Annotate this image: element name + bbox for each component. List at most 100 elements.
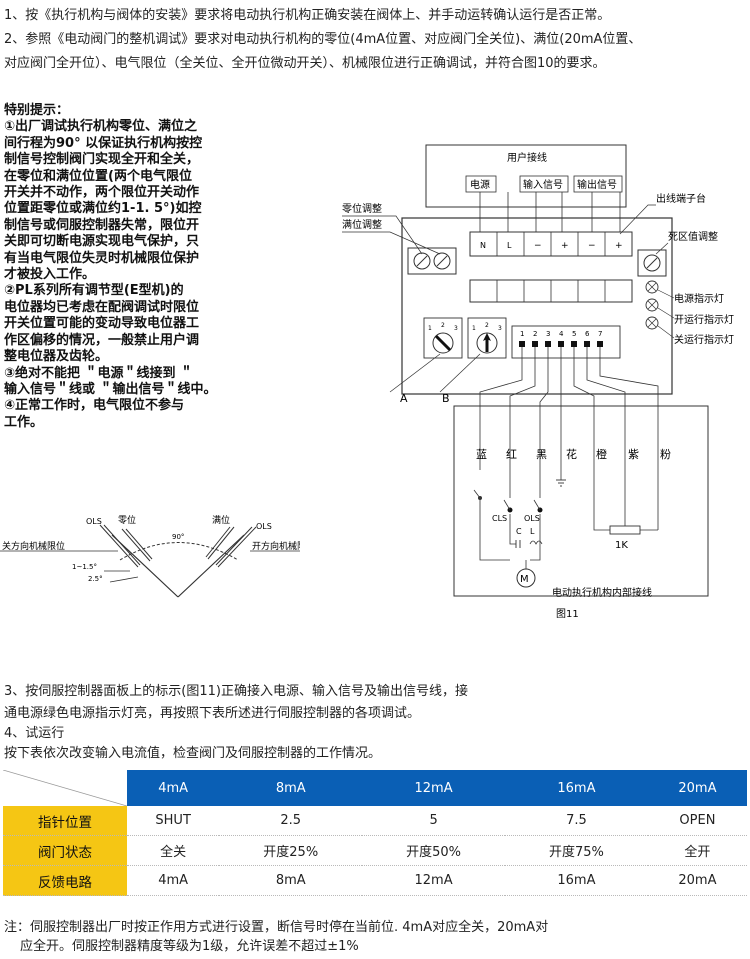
table-cell: 12mA [362, 865, 505, 896]
internal-wiring-label: 电动执行机构内部接线 [552, 586, 652, 599]
label-a: A [400, 392, 408, 405]
column-header: 20mA [647, 770, 747, 806]
table-cell: 2.5 [219, 806, 363, 836]
column-header: 4mA [127, 770, 220, 806]
tip-line: 开关位置可能的变动导致电位器工 [4, 316, 200, 332]
tip-line: 工作。 [4, 414, 44, 430]
full-adjust-label: 满位调整 [342, 218, 382, 231]
zero-adjust-label: 零位调整 [342, 202, 382, 215]
tip-line: 有当电气限位失灵时机械限位保护 [4, 250, 200, 266]
user-wiring-label: 用户接线 [507, 151, 547, 164]
ols-right-label: OLS [256, 522, 272, 531]
tip-line: ④正常工作时，电气限位不参与 [4, 398, 185, 414]
tip-line: 位置距零位或满位约1-1. 5°)如控 [4, 201, 202, 217]
intro-line-2b: 对应阀门全开位）、电气限位（全关位、全开位微动开关）、机械限位进行正确调试，并符… [4, 56, 606, 71]
cls-switch-label: CLS [492, 514, 507, 523]
open-lamp-icon [645, 298, 659, 312]
tips-title: 特别提示： [4, 103, 70, 118]
trial-run-table: 输入信号 检查项 4mA 8mA 12mA 16mA 20mA 指针位置 SHU… [3, 770, 747, 896]
table-cell: 开度50% [362, 835, 505, 866]
dial-a-num: 2 [441, 322, 445, 329]
power-lamp-label: 电源指示灯 [674, 292, 724, 305]
row-label: 阀门状态 [3, 835, 127, 866]
intro-line-1: 1、按《执行机构与阀体的安装》要求将电动执行机构正确安装在阀体上、并手动运转确认… [4, 8, 611, 23]
table-cell: 4mA [127, 865, 220, 896]
wire-pattern: 花 [566, 448, 577, 461]
motor-label: M [520, 574, 529, 585]
pin-number: 1 [520, 330, 524, 338]
dial-a-num: 1 [428, 325, 432, 332]
seven-pin-connector [511, 325, 621, 359]
section-4-desc: 按下表依次改变输入电流值，检查阀门及伺服控制器的工作情况。 [4, 746, 382, 761]
tip-line: 开关并不动作，两个限位开关动作 [4, 185, 200, 201]
tip-line: 输入信号＂线或 ＂输出信号＂线中。 [4, 381, 217, 397]
ols-switch-label: OLS [524, 514, 540, 523]
full-adjust-knob[interactable] [433, 252, 451, 270]
tip-line: 制信号控制阀门实现全开和全关， [4, 152, 200, 168]
table-corner-cell: 输入信号 检查项 [3, 770, 127, 806]
close-lamp-icon [645, 316, 659, 330]
terminal-block-label: 出线端子台 [656, 192, 706, 205]
label-b: B [442, 392, 450, 405]
terminal-plus-1: + [561, 241, 569, 251]
footnote: 注：伺服控制器出厂时按正作用方式进行设置，断信号时停在当前位. 4mA对应全关，… [4, 918, 548, 956]
table-cell: 7.5 [505, 806, 648, 836]
section-3-line-1: 3、按伺服控制器面板上的标示(图11)正确接入电源、输入信号及输出信号线，接 [4, 684, 468, 699]
angle-label: 90° [172, 533, 184, 541]
terminal-minus-1: − [534, 241, 542, 251]
dial-b-num: 3 [498, 325, 502, 332]
power-lamp-icon [645, 280, 659, 294]
terminal-minus-2: − [588, 241, 596, 251]
terminal-l: L [507, 241, 512, 250]
pin-number: 3 [546, 330, 550, 338]
close-lamp-label: 关运行指示灯 [674, 333, 734, 346]
tip-line: 间行程为90° 以保证执行机构按控 [4, 135, 203, 151]
range-label: 1~1.5° [72, 563, 97, 571]
dead-zone-label: 死区值调整 [668, 230, 718, 243]
tip-line: 作区偏移的情况，一般禁止用户调 [4, 332, 200, 348]
footnote-line-1: 注：伺服控制器出厂时按正作用方式进行设置，断信号时停在当前位. 4mA对应全关，… [4, 920, 549, 935]
close-direction-mechanical-limit: 关方向机械限位 [2, 540, 65, 552]
output-signal-label: 输出信号 [577, 178, 617, 191]
table-cell: 16mA [505, 865, 648, 896]
open-lamp-label: 开运行指示灯 [674, 313, 734, 326]
open-direction-mechanical-limit: 开方向机械限位 [252, 540, 300, 552]
table-cell: 开度25% [219, 835, 363, 866]
selector-dial-a[interactable] [432, 332, 454, 354]
wire-orange: 橙 [596, 447, 607, 461]
corner-diagonal [3, 770, 127, 806]
limit-position-diagram: OLS 零位 满位 OLS 关方向机械限位 开方向机械限位 90° 1~1.5°… [0, 514, 300, 598]
table-row: 阀门状态 全关 开度25% 开度50% 开度75% 全开 [3, 835, 747, 866]
tip-line: 制信号或伺服控制器失常，限位开 [4, 217, 200, 233]
dial-b-num: 2 [485, 322, 489, 329]
dead-zone-knob[interactable] [643, 254, 661, 272]
angle-arc [119, 542, 239, 561]
intro-line-2a: 2、参照《电动阀门的整机调试》要求对电动执行机构的零位(4mA位置、对应阀门全关… [4, 32, 642, 47]
tip-line: ③绝对不能把 ＂电源＂线接到 ＂ [4, 365, 194, 381]
tip-line: ①出厂调试执行机构零位、满位之 [4, 119, 198, 135]
small-angle-label: 2.5° [88, 575, 103, 583]
corner-check-item: 检查项 [7, 788, 44, 802]
wiring-diagram: 用户接线 电源 输入信号 输出信号 N L − + − + 零位调整 满位调整 … [342, 144, 734, 620]
input-signal-label: 输入信号 [523, 178, 563, 191]
pin-number: 7 [598, 330, 602, 338]
feedback-resistor [609, 525, 641, 535]
full-position-label: 满位 [212, 514, 230, 526]
section-3-line-2: 通电源绿色电源指示灯亮，再按照下表所述进行伺服控制器的各项调试。 [4, 706, 421, 721]
table-cell: 5 [362, 806, 505, 836]
table-cell: 开度75% [505, 835, 648, 866]
inductor-label: L [530, 527, 535, 536]
wire-red: 红 [506, 448, 517, 461]
section-4-title: 4、试运行 [4, 726, 65, 741]
terminal-plus-2: + [615, 241, 623, 251]
tip-line: ②PL系列所有调节型(E型机)的 [4, 283, 184, 299]
row-label: 反馈电路 [3, 865, 127, 896]
zero-adjust-knob[interactable] [413, 252, 431, 270]
zero-position-label: 零位 [118, 514, 136, 526]
special-tips: 特别提示： ①出厂调试执行机构零位、满位之 间行程为90° 以保证执行机构按控 … [4, 103, 274, 431]
user-wiring-box [425, 144, 627, 208]
tip-line: 关即可切断电源实现电气保护，只 [4, 234, 200, 250]
table-cell: 全开 [647, 835, 747, 866]
column-header: 8mA [219, 770, 363, 806]
tip-line: 才被投入工作。 [4, 267, 96, 283]
